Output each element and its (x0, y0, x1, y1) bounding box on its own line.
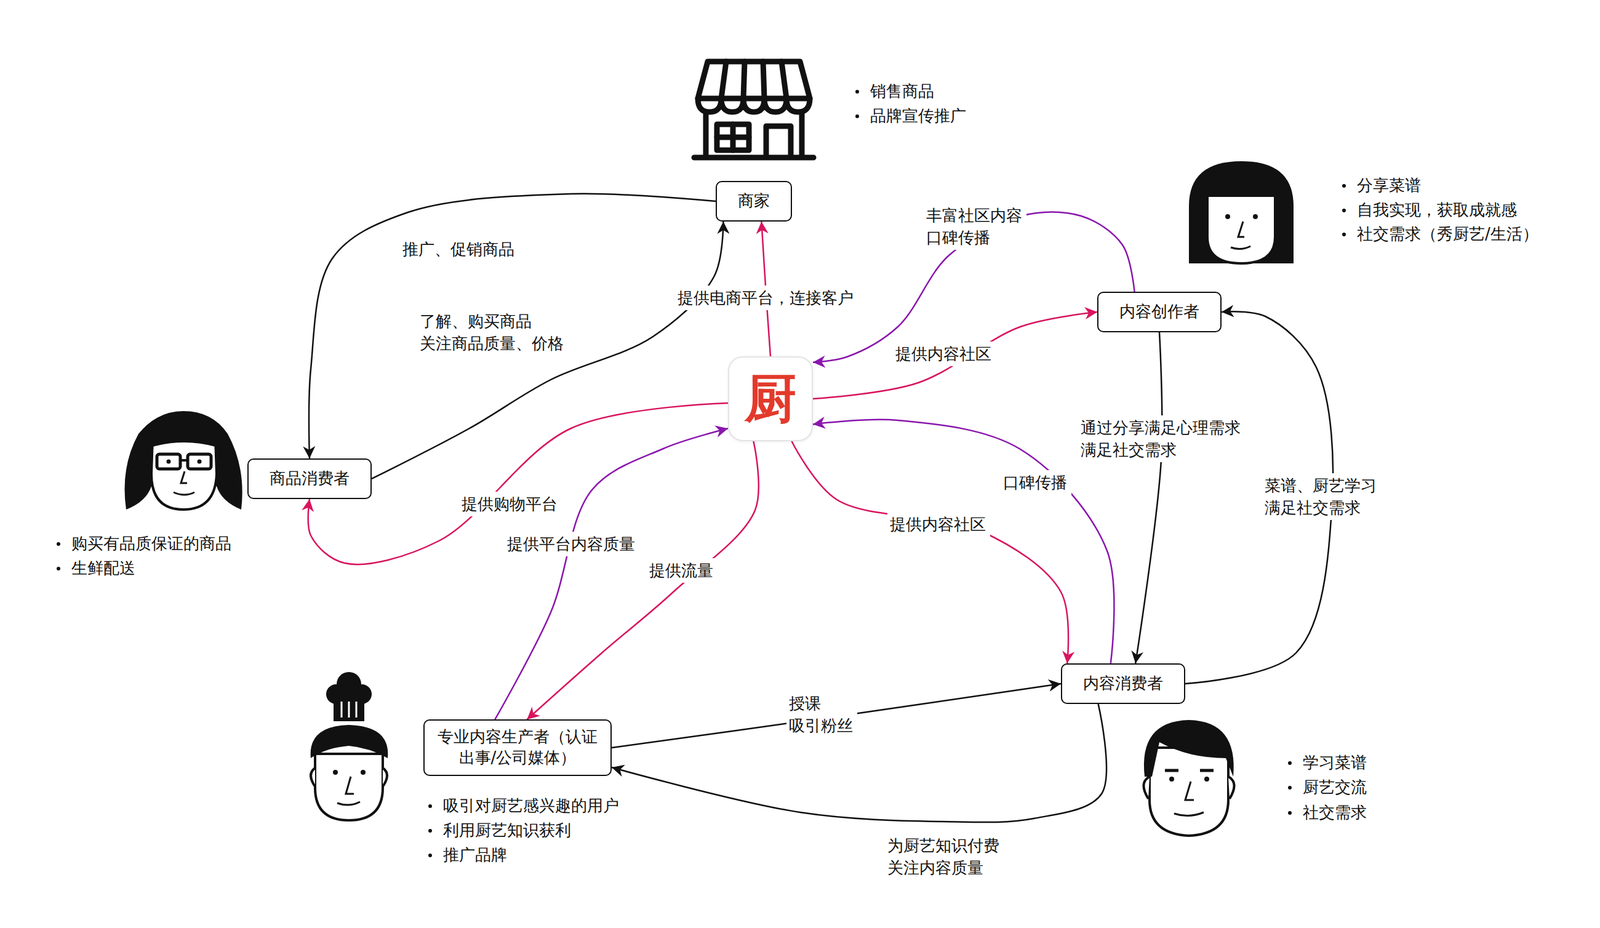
bullet-note: 分享菜谱 (1356, 175, 1421, 197)
stakeholder-box: 商品消费者 (247, 458, 372, 500)
bullet-note: 吸引对厨艺感兴趣的用户 (443, 795, 620, 817)
flow-arrow (1135, 332, 1162, 664)
node-label: 内容消费者 (1083, 673, 1164, 695)
bullet-note: 生鲜配送 (71, 558, 136, 580)
edge-label: 提供内容社区 (887, 512, 991, 537)
flow-arrow (611, 683, 1061, 748)
bullet-note: 自我实现，获取成就感 (1356, 200, 1517, 221)
node-label: 商家 (737, 190, 770, 212)
edge-label: 通过分享满足心理需求 满足社交需求 (1078, 415, 1245, 463)
stakeholder-box: 内容消费者 (1060, 663, 1186, 704)
node-label: 内容创作者 (1119, 301, 1200, 323)
edge-label: 菜谱、厨艺学习 满足社交需求 (1262, 473, 1381, 521)
bullet-note: 推广品牌 (443, 844, 508, 866)
node-label: 商品消费者 (269, 468, 350, 490)
edge-label: 提供平台内容质量 (504, 531, 640, 557)
bullet-note: 社交需求 (1302, 802, 1367, 824)
bullet-note: 学习菜谱 (1302, 752, 1367, 774)
flow-arrow (308, 193, 716, 459)
node-label: 厨 (744, 372, 797, 425)
learner-portrait (1143, 720, 1234, 836)
edge-label: 口碑传播 (1000, 470, 1072, 495)
edge-label: 为厨艺知识付费 关注内容质量 (884, 833, 1004, 881)
stakeholder-box: 内容创作者 (1097, 291, 1222, 333)
edge-label: 授课 吸引粉丝 (786, 691, 858, 739)
edge-label: 提供内容社区 (892, 341, 996, 367)
stakeholder-box: 商家 (715, 180, 792, 222)
edge-label: 提供流量 (646, 558, 718, 583)
edge-label: 了解、购买商品 关注商品质量、价格 (417, 308, 568, 357)
flow-arrow (526, 441, 759, 720)
platform-icon: 厨 (728, 356, 813, 442)
chef-portrait (310, 672, 389, 821)
bullet-note: 厨艺交流 (1302, 777, 1367, 799)
edge-label: 丰富社区内容 口碑传播 (923, 203, 1027, 251)
stakeholder-box: 专业内容生产者（认证出事/公司媒体） (423, 719, 612, 776)
shopper-portrait (124, 411, 243, 510)
store-icon (694, 61, 814, 158)
edge-label: 提供购物平台 (459, 491, 562, 517)
bullet-note: 利用厨艺知识获利 (443, 820, 572, 842)
creator-portrait (1188, 161, 1294, 264)
bullet-note: 品牌宣传推广 (870, 105, 967, 127)
flow-arrow (371, 221, 724, 479)
flow-arrow (611, 704, 1107, 823)
edge-label: 提供电商平台，连接客户 (675, 285, 858, 311)
node-label: 专业内容生产者（认证出事/公司媒体） (435, 726, 600, 769)
flow-arrow (812, 312, 1098, 399)
bullet-note: 社交需求（秀厨艺/生活） (1356, 224, 1539, 245)
bullet-note: 销售商品 (870, 81, 935, 103)
edge-label: 推广、促销商品 (400, 236, 519, 262)
bullet-note: 购买有品质保证的商品 (71, 533, 232, 555)
flow-arrow (494, 428, 728, 720)
flow-arrow (812, 419, 1114, 664)
